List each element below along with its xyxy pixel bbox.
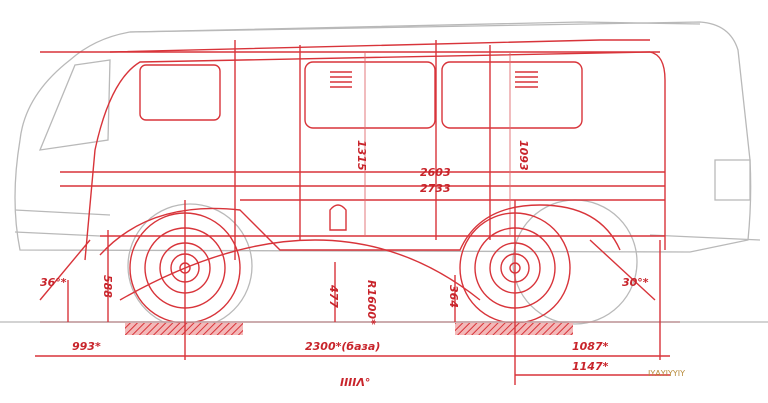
length-inner-label: 2603 [420,166,451,179]
rear-clearance-label: 364 [447,285,460,308]
van-outline [14,21,761,329]
interior-height-label: 1315 [355,140,368,171]
departure-angle-label: 30°* [622,276,649,289]
ground-clearance-label: 477 [327,284,340,308]
front-ground-hatch [125,323,243,335]
ramp-arc [119,239,481,301]
length-outer-label: 2733 [420,182,451,195]
body-drawing [40,39,666,261]
rear-height-label: 1093 [517,140,530,171]
front-overhang-label: 993* [72,340,101,353]
wheelbase-label: 2300*(база) [305,340,380,353]
front-clearance-label: 588 [101,275,114,298]
vent-louvre [330,71,538,88]
footer-mark: ΙΙΙΙΛ° [340,376,370,389]
rear-ground-hatch [455,323,573,335]
watermark: ΙΥΑΥΙΥΥΙΥ [648,369,685,378]
rear-overhang-label: 1087* [572,340,609,353]
approach-angle-label: 36°* [40,276,67,289]
rear-overhang-total-label: 1147* [572,360,609,373]
ramp-radius-label: R1600* [365,280,378,325]
